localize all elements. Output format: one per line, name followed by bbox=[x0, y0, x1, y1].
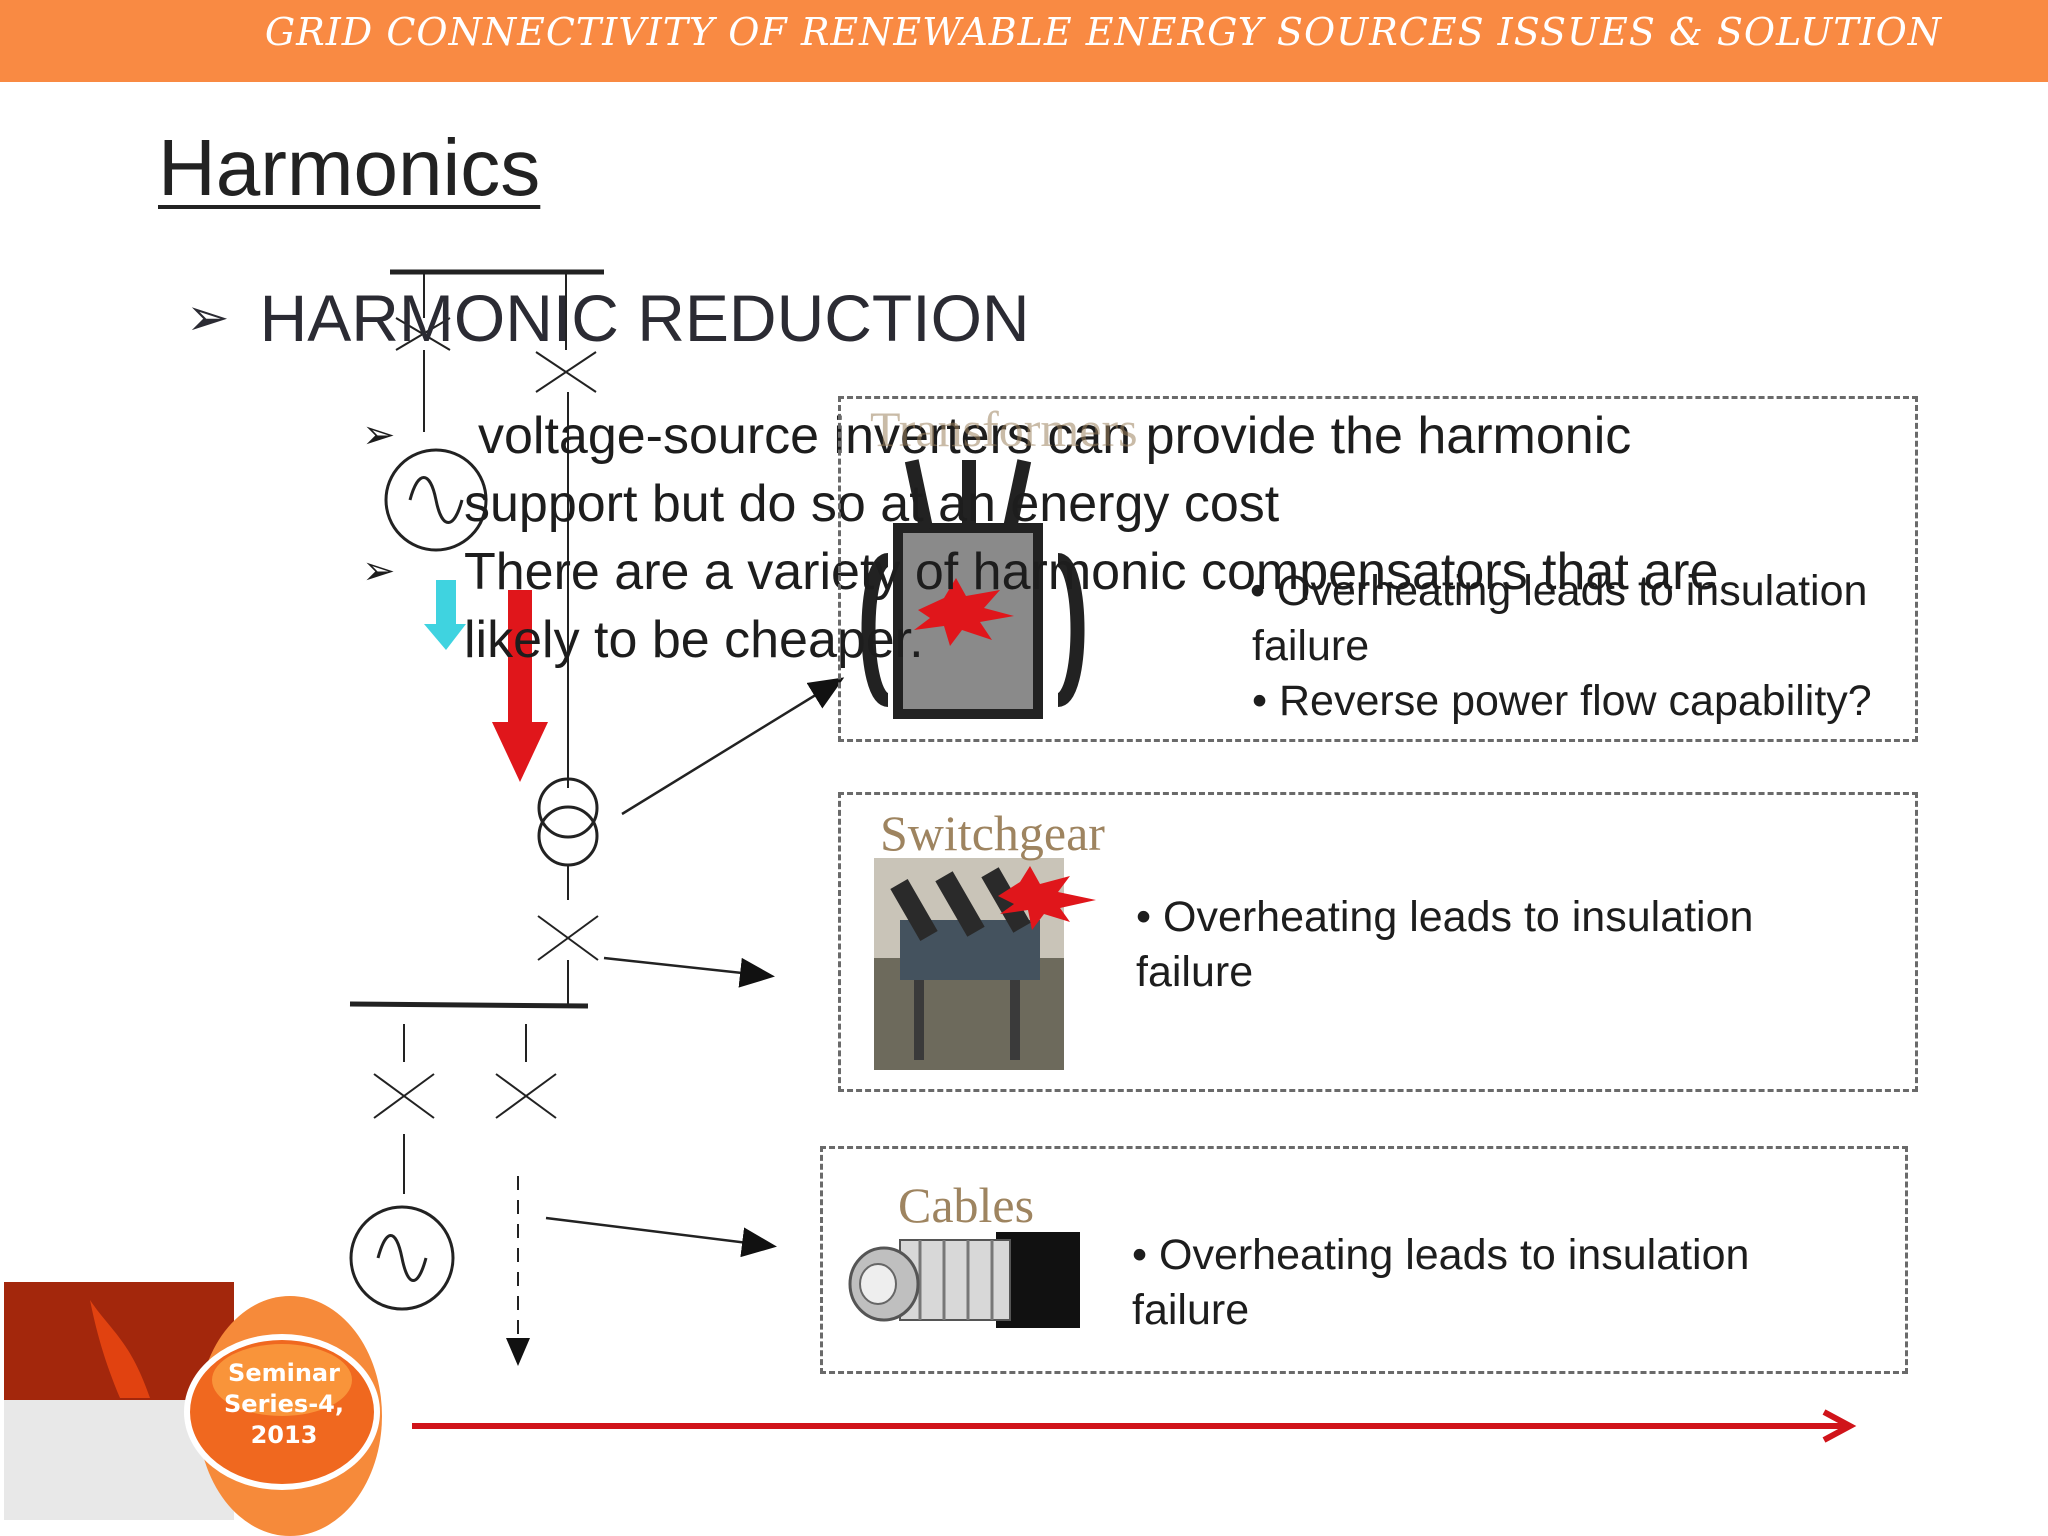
cables-label: Cables bbox=[898, 1177, 1035, 1233]
bullet-1-line-1: voltage-source inverters can provide the… bbox=[478, 407, 1632, 465]
cables-item-1: • Overheating leads to insulation bbox=[1132, 1231, 1750, 1279]
slide-title: Harmonics bbox=[158, 123, 541, 212]
bullet-2-line-2: likely to be cheaper. bbox=[464, 611, 924, 669]
logo-line-1: Seminar bbox=[228, 1359, 340, 1387]
fault-spark-icon bbox=[998, 866, 1096, 930]
circuit-breaker-icon bbox=[373, 1073, 435, 1119]
cables-box bbox=[820, 1146, 1908, 1374]
section-heading: ➢ HARMONIC REDUCTION bbox=[186, 280, 1030, 356]
cable-illustration-icon bbox=[848, 1232, 1080, 1328]
logo-text: Seminar Series-4, 2013 bbox=[204, 1358, 364, 1451]
arrowhead-bullet-icon: ➢ bbox=[186, 288, 230, 348]
transformer-symbol-icon bbox=[537, 777, 599, 867]
bullet-1-line-2: support but do so at an energy cost bbox=[464, 475, 1280, 533]
pointer-arrow-switchgear bbox=[603, 956, 775, 988]
circuit-breaker-icon bbox=[537, 915, 599, 961]
transformers-box bbox=[838, 396, 1918, 742]
transformers-item-1: • Overheating leads to insulation bbox=[1250, 567, 1868, 615]
header-bar: GRID CONNECTIVITY OF RENEWABLE ENERGY SO… bbox=[0, 0, 2048, 82]
red-down-arrow-icon bbox=[492, 590, 548, 782]
pointer-arrow-transformers bbox=[621, 677, 845, 816]
transformer-illustration-icon bbox=[861, 459, 1085, 719]
circuit-breaker-icon bbox=[395, 317, 451, 351]
switchgear-illustration-icon bbox=[874, 858, 1096, 1070]
switchgear-label: Switchgear bbox=[880, 805, 1105, 861]
switchgear-item-2: failure bbox=[1136, 948, 1254, 996]
header-title: GRID CONNECTIVITY OF RENEWABLE ENERGY SO… bbox=[264, 10, 1942, 54]
circuit-breaker-icon bbox=[495, 1073, 557, 1119]
transformers-item-3: • Reverse power flow capability? bbox=[1252, 677, 1872, 725]
fault-spark-icon bbox=[914, 578, 1014, 646]
cyan-down-arrow-icon bbox=[424, 580, 466, 650]
ac-source-icon bbox=[384, 448, 488, 552]
circuit-breaker-icon bbox=[535, 351, 597, 393]
bullet-2-line-1: There are a variety of harmonic compensa… bbox=[464, 543, 1719, 601]
arrowhead-bullet-icon: ➢ bbox=[362, 548, 396, 594]
bottom-busbar bbox=[349, 1001, 589, 1009]
ac-source-icon bbox=[349, 1205, 455, 1311]
transformers-item-2: failure bbox=[1252, 622, 1370, 670]
cables-item-2: failure bbox=[1132, 1286, 1250, 1334]
logo-line-3: 2013 bbox=[250, 1421, 318, 1449]
pointer-arrow-cables bbox=[545, 1216, 777, 1258]
switchgear-item-1: • Overheating leads to insulation bbox=[1136, 893, 1754, 941]
switchgear-box bbox=[838, 792, 1918, 1092]
seminar-logo bbox=[4, 1282, 382, 1536]
section-heading-text: HARMONIC REDUCTION bbox=[259, 281, 1030, 355]
logo-line-2: Series-4, bbox=[224, 1390, 344, 1418]
arrowhead-bullet-icon: ➢ bbox=[362, 412, 396, 458]
transformers-label: Transformers bbox=[870, 401, 1138, 457]
